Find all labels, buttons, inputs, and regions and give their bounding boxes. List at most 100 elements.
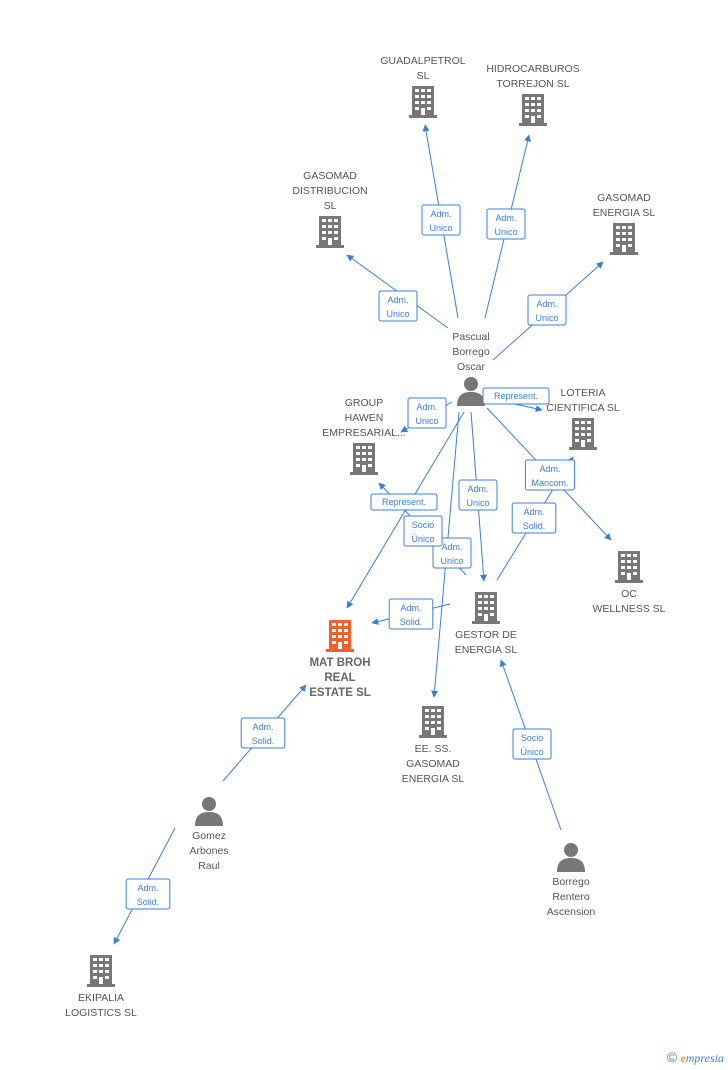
- edge-label-text: Socio: [412, 520, 435, 530]
- node-label-line: EE. SS.: [415, 743, 452, 755]
- edges-layer: [113, 124, 612, 945]
- node-label-line: HIDROCARBUROS: [486, 63, 579, 75]
- edge-label[interactable]: Adm. Unico: [407, 397, 447, 429]
- edge-label[interactable]: Adm. Unico: [458, 479, 498, 511]
- node-label-line: ENERGIA SL: [455, 644, 518, 656]
- node-label-line: OC: [621, 588, 637, 600]
- edge-label[interactable]: Adm. Unico: [432, 537, 472, 569]
- node-label-line: GASOMAD: [597, 192, 651, 204]
- edge-label-text: Adm.: [467, 484, 488, 494]
- brand-footer: © empresia: [667, 1049, 724, 1066]
- edge-label-text: Unico: [466, 498, 489, 508]
- edge-label-text: Solid.: [400, 617, 423, 627]
- edge-label-box: [388, 598, 434, 630]
- edge-label-text: Unico: [440, 556, 463, 566]
- node-group-hawen[interactable]: GROUPHAWENEMPRESARIAL...: [322, 397, 406, 475]
- node-label-line: Ascension: [547, 906, 596, 918]
- edge-label[interactable]: Adm. Unico: [527, 294, 567, 326]
- node-label-line: Raul: [198, 860, 220, 872]
- building-icon: [472, 592, 500, 624]
- edge-label[interactable]: Adm.Solid.: [388, 598, 434, 630]
- edge-label-text: Solid.: [137, 897, 160, 907]
- node-label-line: GROUP: [345, 397, 384, 409]
- edge-label[interactable]: Adm.Solid.: [240, 717, 286, 749]
- building-icon: [610, 223, 638, 255]
- node-gasomad-energia[interactable]: GASOMAD ENERGIA SL: [593, 192, 656, 255]
- edge-label[interactable]: Adm.Unico: [378, 290, 418, 322]
- edge-label-text: Adm.: [495, 213, 516, 223]
- node-label-line: Gomez: [192, 830, 226, 842]
- edge-label-box: [125, 878, 171, 910]
- edge-label-text: Unico: [415, 416, 438, 426]
- edge-label-text: Adm.: [523, 507, 544, 517]
- building-icon: [350, 443, 378, 475]
- edge-label-text: Adm.: [441, 542, 462, 552]
- node-ekipalia[interactable]: EKIPALIA LOGISTICS SL: [65, 955, 137, 1019]
- building-icon: [569, 418, 597, 450]
- node-label-line: TORREJON SL: [496, 78, 569, 90]
- node-label-line: LOGISTICS SL: [65, 1007, 137, 1019]
- node-label-line: HAWEN: [345, 412, 384, 424]
- node-label-line: DISTRIBUCION: [292, 185, 367, 197]
- node-hidrocarburos[interactable]: HIDROCARBUROS TORREJON SL: [486, 63, 580, 126]
- node-label-line: ESTATE SL: [309, 687, 371, 699]
- edge-label[interactable]: Represent.: [482, 387, 550, 405]
- edge-labels-layer: Adm.UnicoAdm.UnicoAdm.UnicoAdm.UnicoAdm.…: [125, 204, 576, 910]
- edge-label[interactable]: Represent.: [370, 493, 438, 511]
- edge-label-box: [486, 208, 526, 240]
- building-icon: [87, 955, 115, 987]
- edge-label-text: Adm.: [387, 295, 408, 305]
- node-mat-broh[interactable]: MAT BROH REAL ESTATE SL: [309, 620, 371, 699]
- edge-label-box: [240, 717, 286, 749]
- node-label-line: EKIPALIA: [78, 992, 124, 1004]
- edge-label-box: [378, 290, 418, 322]
- edge-label-text: Unico: [494, 227, 517, 237]
- edge-label[interactable]: Adm.Solid.: [511, 502, 557, 534]
- edge-label[interactable]: Adm.Solid.: [125, 878, 171, 910]
- node-label-line: ENERGIA SL: [402, 773, 465, 785]
- node-label-line: MAT BROH: [309, 657, 370, 669]
- nodes-layer: GUADALPETROL SL HIDROCARBUROS TORREJON SL GA…: [65, 55, 666, 1019]
- edge-label-box: [482, 387, 550, 405]
- building-icon: [409, 86, 437, 118]
- edge-label-box: [527, 294, 567, 326]
- edge-label-text: Represent.: [382, 497, 426, 507]
- building-icon: [519, 94, 547, 126]
- edge-label-text: Adm.: [416, 402, 437, 412]
- edge-label-text: Unico: [535, 313, 558, 323]
- edge-label-text: Socio: [521, 733, 544, 743]
- building-icon: [615, 551, 643, 583]
- edge-label-text: Adm.: [252, 722, 273, 732]
- node-label-line: Borrego: [552, 876, 590, 888]
- edge-label-box: [511, 502, 557, 534]
- edge-label-text: Adm.: [536, 299, 557, 309]
- edge-label[interactable]: Adm.Mancom.: [524, 459, 576, 491]
- building-icon: [326, 620, 354, 652]
- edge-label-box: [524, 459, 576, 491]
- node-label-line: SL: [324, 200, 337, 212]
- node-label-line: GUADALPETROL: [380, 55, 465, 67]
- edge-label-box: [370, 493, 438, 511]
- node-label-line: Oscar: [457, 361, 486, 373]
- node-label-line: REAL: [324, 672, 355, 684]
- copyright-symbol: ©: [666, 1049, 678, 1065]
- edge-label-box: [403, 515, 443, 547]
- edge-label-box: [458, 479, 498, 511]
- edge-label[interactable]: Adm.Unico: [421, 204, 461, 236]
- node-guadalpetrol[interactable]: GUADALPETROL SL: [380, 55, 466, 118]
- node-label-line: Pascual: [452, 331, 489, 343]
- node-label-line: SL: [417, 70, 430, 82]
- node-label-line: ENERGIA SL: [593, 207, 656, 219]
- edge-label[interactable]: Adm. Unico: [486, 208, 526, 240]
